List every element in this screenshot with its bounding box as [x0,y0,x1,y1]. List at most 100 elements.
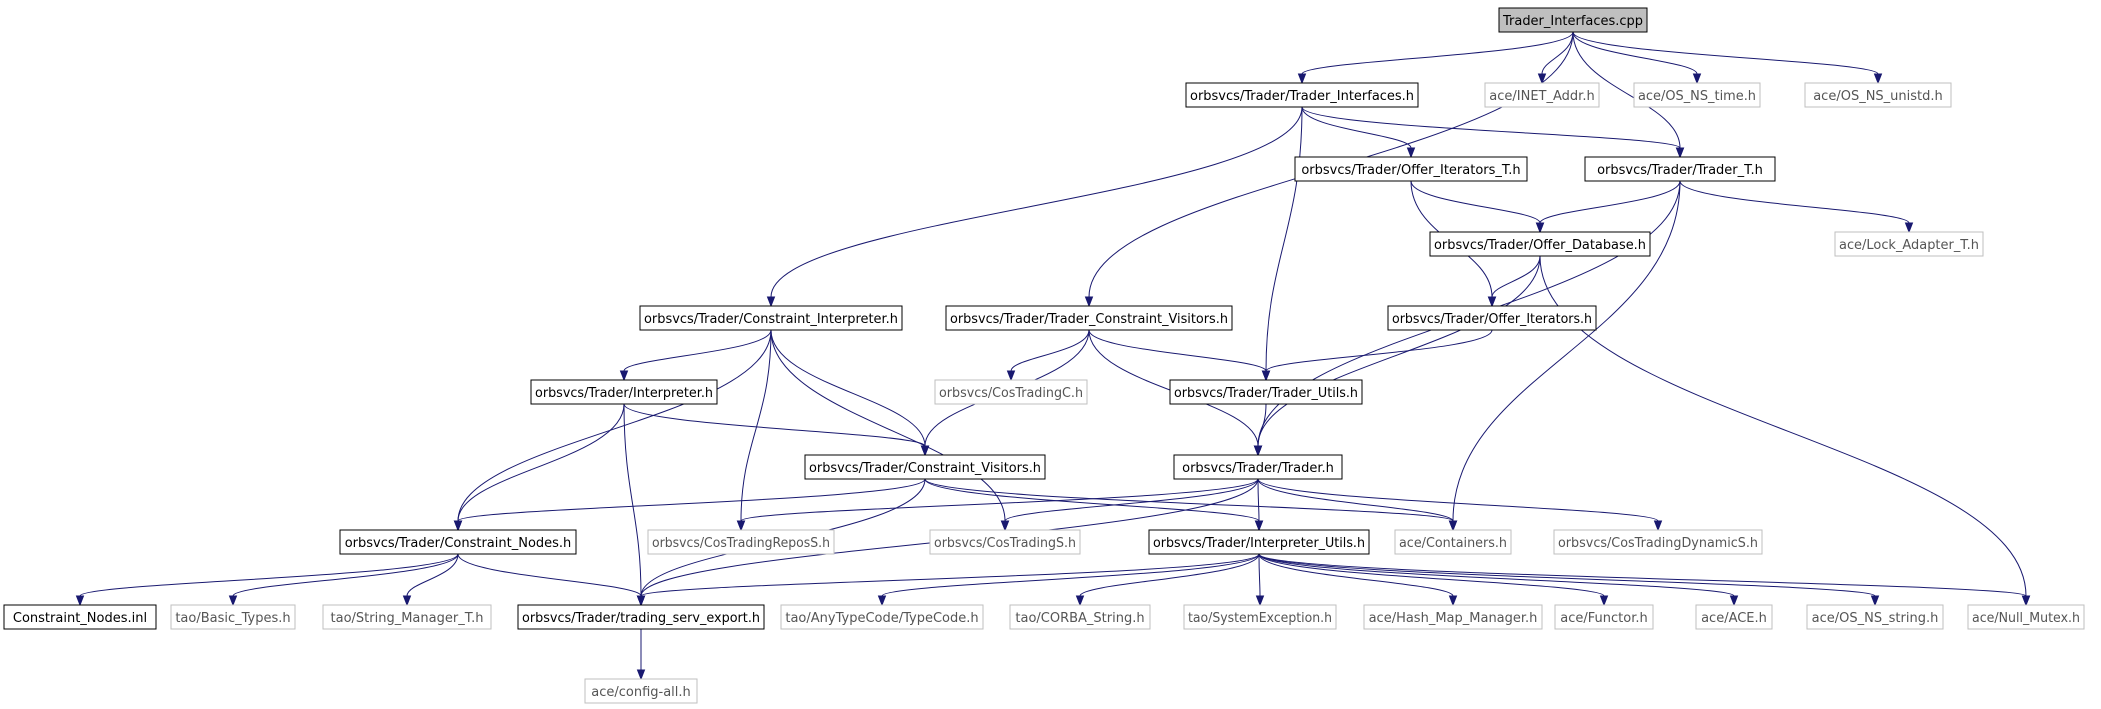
edge-line [1679,180,1910,224]
node-label: orbsvcs/Trader/Constraint_Visitors.h [809,461,1041,476]
node-box [934,379,1088,405]
node-label: orbsvcs/Trader/Interpreter.h [535,386,713,401]
node-box [1387,305,1597,331]
node-interp[interactable]: orbsvcs/Trader/Interpreter.h [530,379,718,405]
edge-line [623,329,772,372]
edge-tu-to-trader [1253,403,1267,457]
edge-line [770,329,1006,522]
node-oi[interactable]: orbsvcs/Trader/Offer_Iterators.h [1387,305,1597,331]
edge-trader-to-iu [1254,478,1264,532]
edge-tt-to-odb [1535,180,1681,234]
edge-line [1265,329,1493,372]
node-ti_h[interactable]: orbsvcs/Trader/Trader_Interfaces.h [1185,82,1419,108]
node-cv[interactable]: orbsvcs/Trader/Constraint_Visitors.h [804,454,1046,480]
arrowhead [766,296,776,308]
edge-line [1301,106,1681,149]
node-box [1967,604,2085,630]
node-cts: orbsvcs/CosTradingS.h [929,529,1081,555]
arrowhead [1873,73,1883,85]
arrowhead [1075,595,1085,607]
edge-line [406,553,459,597]
node-nm: ace/Null_Mutex.h [1967,604,2085,630]
edge-line [1452,180,1681,522]
node-odb[interactable]: orbsvcs/Trader/Offer_Database.h [1429,231,1651,257]
node-tse[interactable]: orbsvcs/Trader/trading_serv_export.h [517,604,765,630]
arrowhead [1084,296,1094,308]
node-box [1429,231,1651,257]
edge-cn-to-tse [457,553,646,607]
edge-ti_h-to-ci [766,106,1303,308]
arrowhead [453,520,463,532]
node-label: tao/Basic_Types.h [175,611,290,626]
node-tt[interactable]: orbsvcs/Trader/Trader_T.h [1584,156,1776,182]
node-box [1148,529,1370,555]
node-cn[interactable]: orbsvcs/Trader/Constraint_Nodes.h [339,529,577,555]
node-box [780,604,984,630]
node-box [1173,454,1343,480]
edge-line [457,553,642,597]
node-atc: tao/AnyTypeCode/TypeCode.h [780,604,984,630]
edge-line [924,478,1260,522]
edge-line [457,478,926,522]
edge-line [1539,180,1681,224]
node-func: ace/Functor.h [1554,604,1654,630]
edge-line [770,329,926,447]
arrowhead [228,595,238,607]
node-box [1394,529,1512,555]
node-trader[interactable]: orbsvcs/Trader/Trader.h [1173,454,1343,480]
node-box [1009,604,1151,630]
node-cont: ace/Containers.h [1394,529,1512,555]
node-lock: ace/Lock_Adapter_T.h [1834,231,1984,257]
node-box [945,305,1233,331]
node-iu[interactable]: orbsvcs/Trader/Interpreter_Utils.h [1148,529,1370,555]
node-hmm: ace/Hash_Map_Manager.h [1363,604,1543,630]
edge-interp-to-cv [623,403,930,457]
node-box [1804,82,1952,108]
edge-line [1257,478,1260,522]
node-box [929,529,1081,555]
arrowhead [1448,520,1458,532]
arrowhead [736,520,746,532]
edge-line [924,478,1454,522]
node-label: ace/OS_NS_unistd.h [1813,89,1943,104]
node-tu[interactable]: orbsvcs/Trader/Trader_Utils.h [1169,379,1363,405]
node-box [1183,604,1337,630]
edge-trader-to-cts [1000,478,1259,532]
edge-line [640,553,1260,597]
node-tcv[interactable]: orbsvcs/Trader/Trader_Constraint_Visitor… [945,305,1233,331]
node-box [1363,604,1543,630]
edge-line [1258,553,2027,597]
edge-line [881,553,1260,597]
edge-line [1301,106,1412,149]
edge-cn-to-smt [402,553,459,607]
arrowhead [1253,445,1263,457]
edge-odb-to-trader [1253,255,1541,457]
node-box [1554,604,1654,630]
arrowhead [636,669,646,681]
node-box [584,678,698,704]
edge-cn-to-bt [228,553,459,607]
node-root[interactable]: Trader_Interfaces.cpp [1498,7,1648,33]
node-label: orbsvcs/Trader/Trader_Interfaces.h [1190,89,1414,104]
edge-iu-to-atc [877,553,1260,607]
arrowhead [1599,595,1609,607]
arrowhead [1675,147,1685,159]
node-label: orbsvcs/CosTradingReposS.h [652,536,830,551]
node-ci[interactable]: orbsvcs/Trader/Constraint_Interpreter.h [639,305,903,331]
arrowhead [1904,222,1914,234]
edge-root-to-ti_h [1297,31,1574,85]
node-oit[interactable]: orbsvcs/Trader/Offer_Iterators_T.h [1294,156,1528,182]
node-osuni: ace/OS_NS_unistd.h [1804,82,1952,108]
node-bt: tao/Basic_Types.h [170,604,296,630]
edge-trader-to-cont [1257,478,1458,532]
node-osstr: ace/OS_NS_string.h [1806,604,1944,630]
arrowhead [1692,73,1702,85]
node-box [322,604,492,630]
node-box [530,379,718,405]
edge-tt-to-lock [1679,180,1914,234]
node-label: ace/Null_Mutex.h [1972,611,2080,626]
node-cninl[interactable]: Constraint_Nodes.inl [3,604,157,630]
edge-line [623,403,926,447]
edge-line [1410,180,1541,224]
edge-line [1491,255,1541,298]
